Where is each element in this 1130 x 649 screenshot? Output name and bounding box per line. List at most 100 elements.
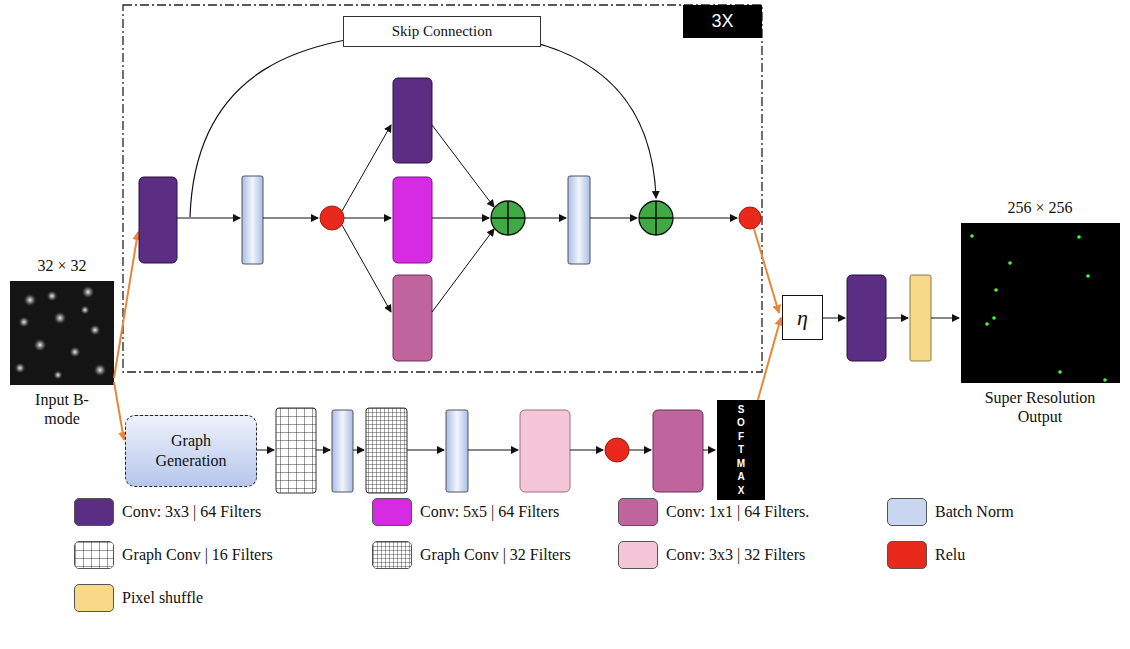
graphconv16-block (276, 408, 316, 493)
legend-text: Pixel shuffle (122, 589, 203, 607)
legend-swatch (887, 498, 927, 526)
flow-arrow (177, 218, 240, 219)
legend-text: Graph Conv | 16 Filters (122, 546, 273, 564)
point (1086, 274, 1090, 278)
output-points (970, 234, 1107, 382)
speckle (33, 338, 47, 352)
node-text: Graph Generation (136, 431, 246, 471)
conv5x5-block (393, 177, 432, 263)
flow-arrow (432, 218, 489, 219)
flow-arrow (342, 125, 391, 211)
point (1103, 378, 1107, 382)
flow-arrow (344, 218, 391, 219)
legend-text: Graph Conv | 32 Filters (420, 546, 571, 564)
legend-text: Relu (935, 546, 965, 564)
flow-arrow (257, 450, 274, 451)
softmax-box: SOFTMAX (717, 400, 765, 500)
speckle (18, 316, 30, 328)
legend-text: Conv: 3x3 | 32 Filters (666, 546, 805, 564)
speckle (53, 311, 67, 325)
speckle (80, 305, 90, 315)
batchnorm-block (242, 176, 263, 264)
flow-arrow (823, 318, 845, 319)
node-text: SOFTMAX (736, 403, 746, 498)
batchnorm-block (332, 410, 353, 492)
legend-swatch (372, 541, 412, 569)
input-arrow (114, 232, 138, 378)
point (992, 316, 996, 320)
add-plus (491, 201, 525, 235)
point (1008, 261, 1012, 265)
node-text: Skip Connection (392, 23, 492, 40)
relu-dot (739, 207, 761, 229)
flow-arrow (342, 225, 391, 312)
flow-arrow (432, 125, 494, 207)
dimension-label: 256 × 256 (960, 198, 1120, 217)
image-caption: Input B-mode (22, 390, 102, 428)
graph-generation-box: Graph Generation (125, 415, 257, 487)
fusion-box: η (782, 295, 823, 340)
legend-swatch (74, 584, 114, 612)
flow-arrow (703, 450, 715, 451)
flow-arrow (263, 218, 318, 219)
skip-connection-box: Skip Connection (343, 16, 541, 47)
legend-entry: Conv: 3x3 | 64 Filters (74, 497, 261, 527)
point (970, 234, 974, 238)
point (985, 322, 989, 326)
input-speckles (14, 285, 107, 380)
flow-arrow (468, 450, 518, 451)
conv1x1-block (393, 275, 432, 361)
flow-arrow (886, 318, 908, 319)
batchnorm-block (446, 410, 468, 492)
flow-arrow (590, 218, 637, 219)
input-arrow (114, 382, 124, 440)
legend-entry: Pixel shuffle (74, 583, 203, 613)
legend-entry: Batch Norm (887, 497, 1014, 527)
speckle (23, 293, 37, 307)
relu-dot (320, 206, 344, 230)
flow-arrow (353, 450, 364, 451)
point (1077, 235, 1081, 239)
flow-arrow (432, 229, 494, 312)
orange-connector (758, 318, 781, 401)
pixel-shuffle-block (910, 275, 931, 361)
flow-arrow (629, 450, 651, 451)
point (994, 288, 998, 292)
legend-text: Conv: 5x5 | 64 Filters (420, 503, 559, 521)
graphconv32-block (366, 408, 407, 493)
conv3x3-block (393, 78, 432, 163)
flow-arrow (570, 450, 603, 451)
legend-entry: Conv: 5x5 | 64 Filters (372, 497, 559, 527)
add-node (491, 201, 525, 235)
speckle (93, 363, 107, 377)
legend-pattern (373, 542, 411, 568)
conv3x3-block (847, 275, 886, 361)
legend-pattern (75, 542, 113, 568)
add-node (639, 201, 673, 235)
flow-arrow (673, 218, 737, 219)
speckle (69, 346, 81, 358)
relu-dot (605, 438, 629, 462)
speckle (81, 285, 95, 299)
legend-text: Batch Norm (935, 503, 1014, 521)
point (1058, 370, 1062, 374)
batchnorm-block (568, 176, 590, 264)
node-text: 3X (711, 11, 733, 32)
flow-arrow (316, 450, 330, 451)
speckle (89, 324, 101, 336)
image-caption: Super Resolution Output (965, 388, 1115, 426)
branch-merge-arrow (754, 229, 779, 313)
legend-entry: Conv: 3x3 | 32 Filters (618, 540, 805, 570)
legend-swatch (887, 541, 927, 569)
pattern-fill (373, 542, 411, 568)
input-image (10, 281, 114, 385)
legend-text: Conv: 1x1 | 64 Filters. (666, 503, 809, 521)
speckle (46, 290, 58, 302)
pattern-fill (75, 542, 113, 568)
add-plus (639, 201, 673, 235)
legend-swatch (618, 541, 658, 569)
flow-arrow (407, 450, 444, 451)
legend-entry: Graph Conv | 32 Filters (372, 540, 571, 570)
conv1x1-block (653, 410, 703, 492)
